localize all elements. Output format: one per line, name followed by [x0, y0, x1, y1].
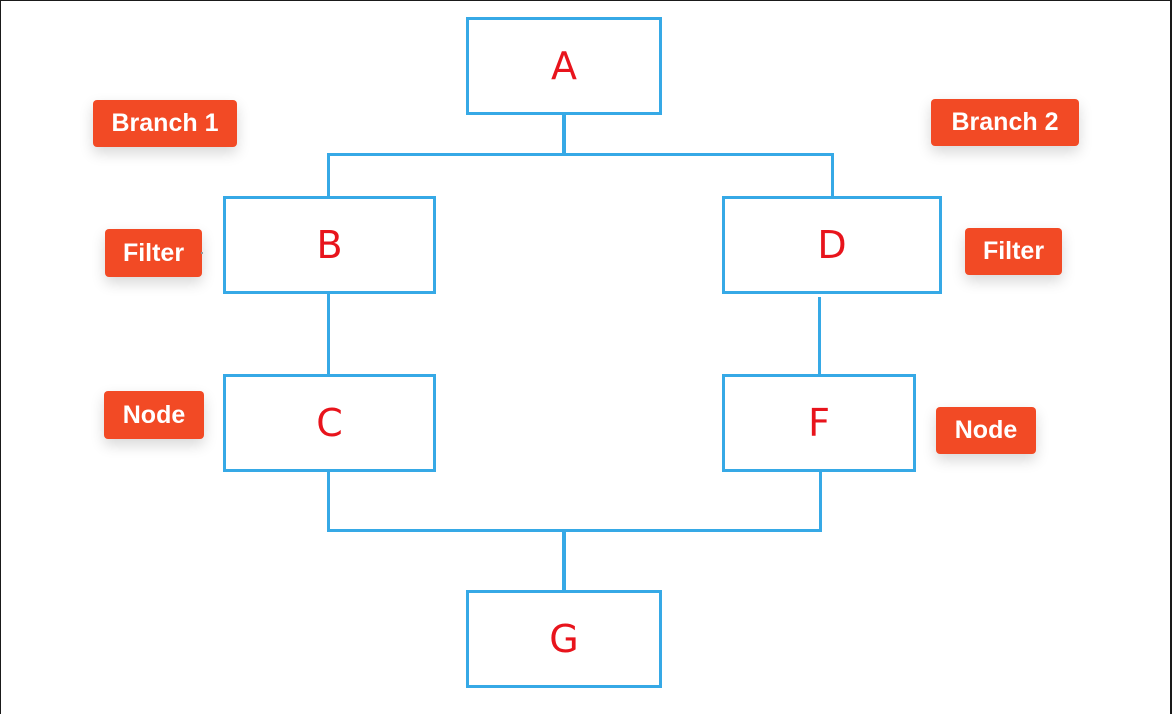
node-a: A	[466, 17, 662, 115]
tag-node-right: Node	[936, 407, 1036, 454]
connector-c-down	[327, 470, 330, 532]
connector-to-b	[327, 153, 330, 197]
connector-f-down	[819, 470, 822, 532]
node-f: F	[722, 374, 916, 472]
connector-bottom-bar	[327, 529, 822, 532]
node-b: B	[223, 196, 436, 294]
connector-d-f	[818, 297, 821, 379]
tag-node-left: Node	[104, 391, 204, 439]
connector-a-down	[562, 114, 566, 156]
stray-mark	[201, 252, 203, 254]
connector-b-c	[327, 292, 330, 375]
node-g: G	[466, 590, 662, 688]
tag-branch-1: Branch 1	[93, 100, 237, 147]
connector-to-g	[562, 531, 566, 591]
tag-filter-right: Filter	[965, 228, 1062, 275]
connector-to-d	[831, 153, 834, 197]
tag-filter-left: Filter	[105, 229, 202, 277]
connector-top-bar	[327, 153, 834, 156]
tag-branch-2: Branch 2	[931, 99, 1079, 146]
node-d: D	[722, 196, 942, 294]
node-c: C	[223, 374, 436, 472]
